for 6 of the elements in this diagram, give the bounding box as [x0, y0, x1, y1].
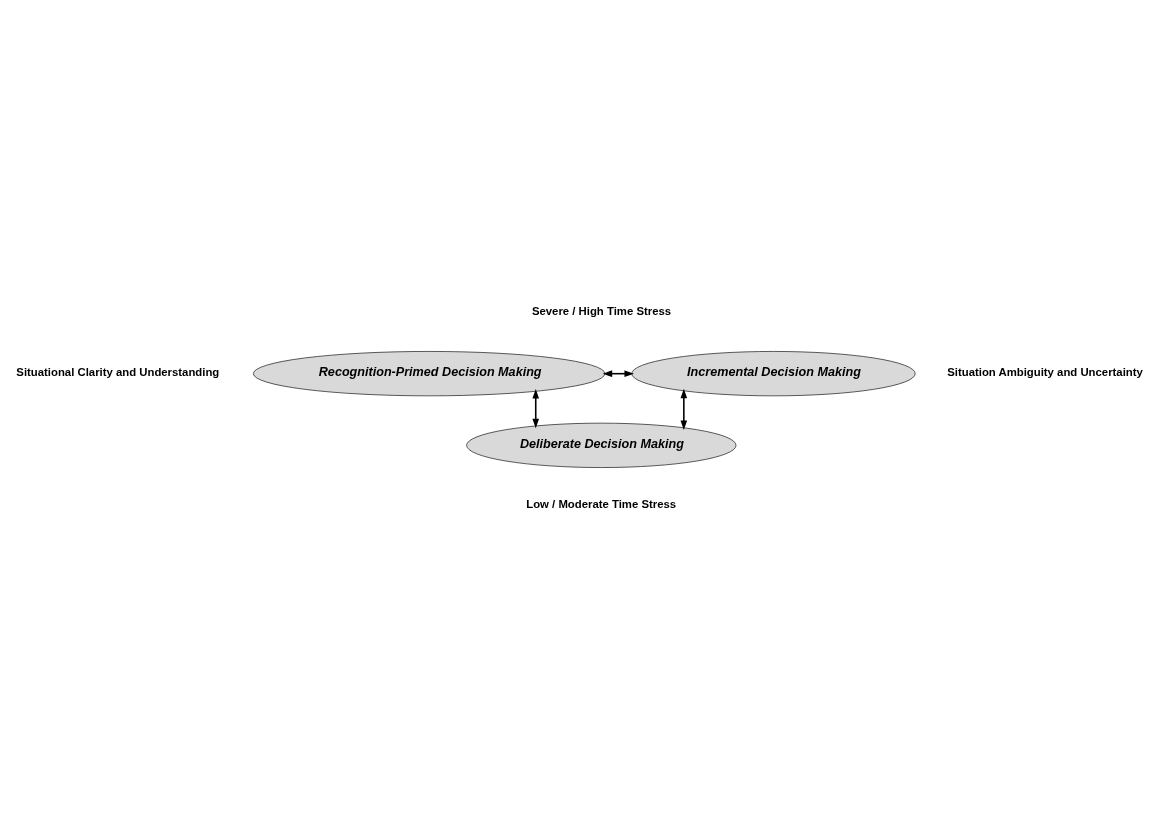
- label: Severe / High Time Stress: [531, 304, 672, 317]
- arrow: [680, 388, 688, 430]
- arrow: [532, 388, 540, 428]
- label: Situational Clarity and Understanding: [16, 365, 220, 378]
- label: Low / Moderate Time Stress: [526, 497, 677, 510]
- label: Situation Ambiguity and Uncertainty: [947, 365, 1143, 378]
